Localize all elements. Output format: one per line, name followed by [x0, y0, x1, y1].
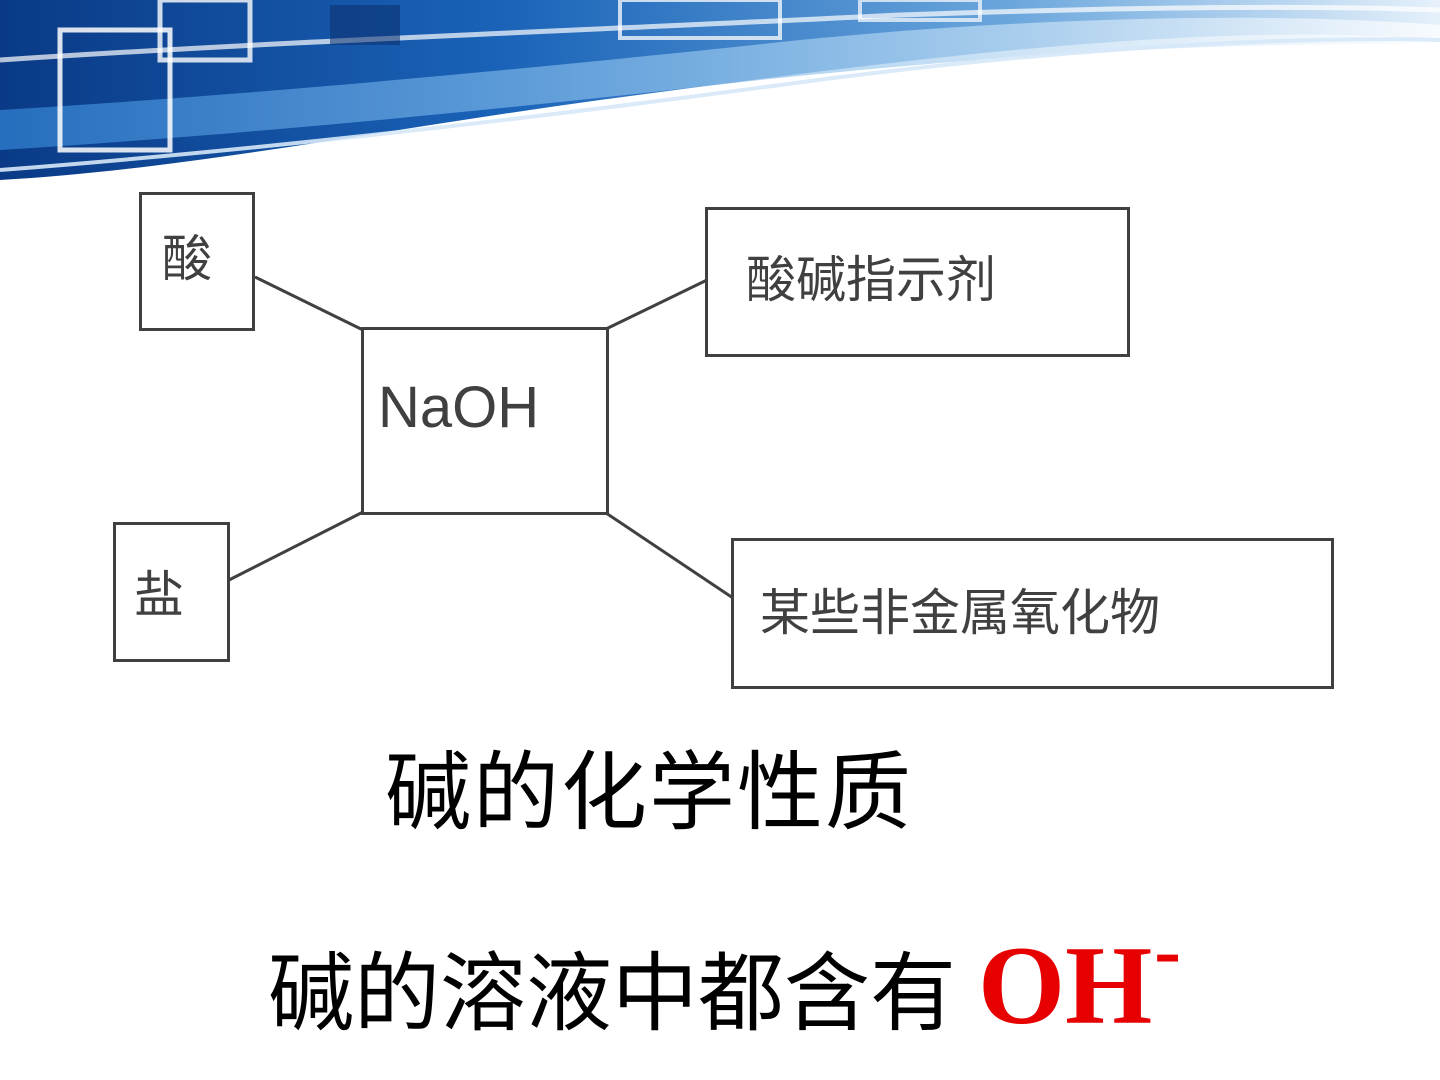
oxide-label: 某些非金属氧化物 [760, 584, 1160, 642]
hydroxide-ion: OH [978, 924, 1153, 1048]
indicator-box: 酸碱指示剂 [705, 207, 1130, 357]
acid-box: 酸 [139, 192, 255, 331]
connector-salt [228, 510, 364, 582]
slide-title: 碱的化学性质 [385, 743, 913, 843]
indicator-label: 酸碱指示剂 [746, 251, 996, 309]
ion-charge: - [1154, 907, 1181, 995]
conclusion-text: 碱的溶液中都含有 [268, 944, 956, 1044]
salt-box: 盐 [113, 522, 230, 662]
header-banner [0, 0, 1440, 180]
oxide-box: 某些非金属氧化物 [731, 538, 1334, 689]
connector-oxide [605, 511, 734, 600]
acid-label: 酸 [162, 230, 212, 288]
naoh-label: NaOH [378, 375, 540, 440]
salt-label: 盐 [134, 566, 184, 624]
naoh-box: NaOH [361, 327, 609, 515]
connector-indicator [605, 278, 708, 331]
connector-acid [254, 275, 364, 332]
